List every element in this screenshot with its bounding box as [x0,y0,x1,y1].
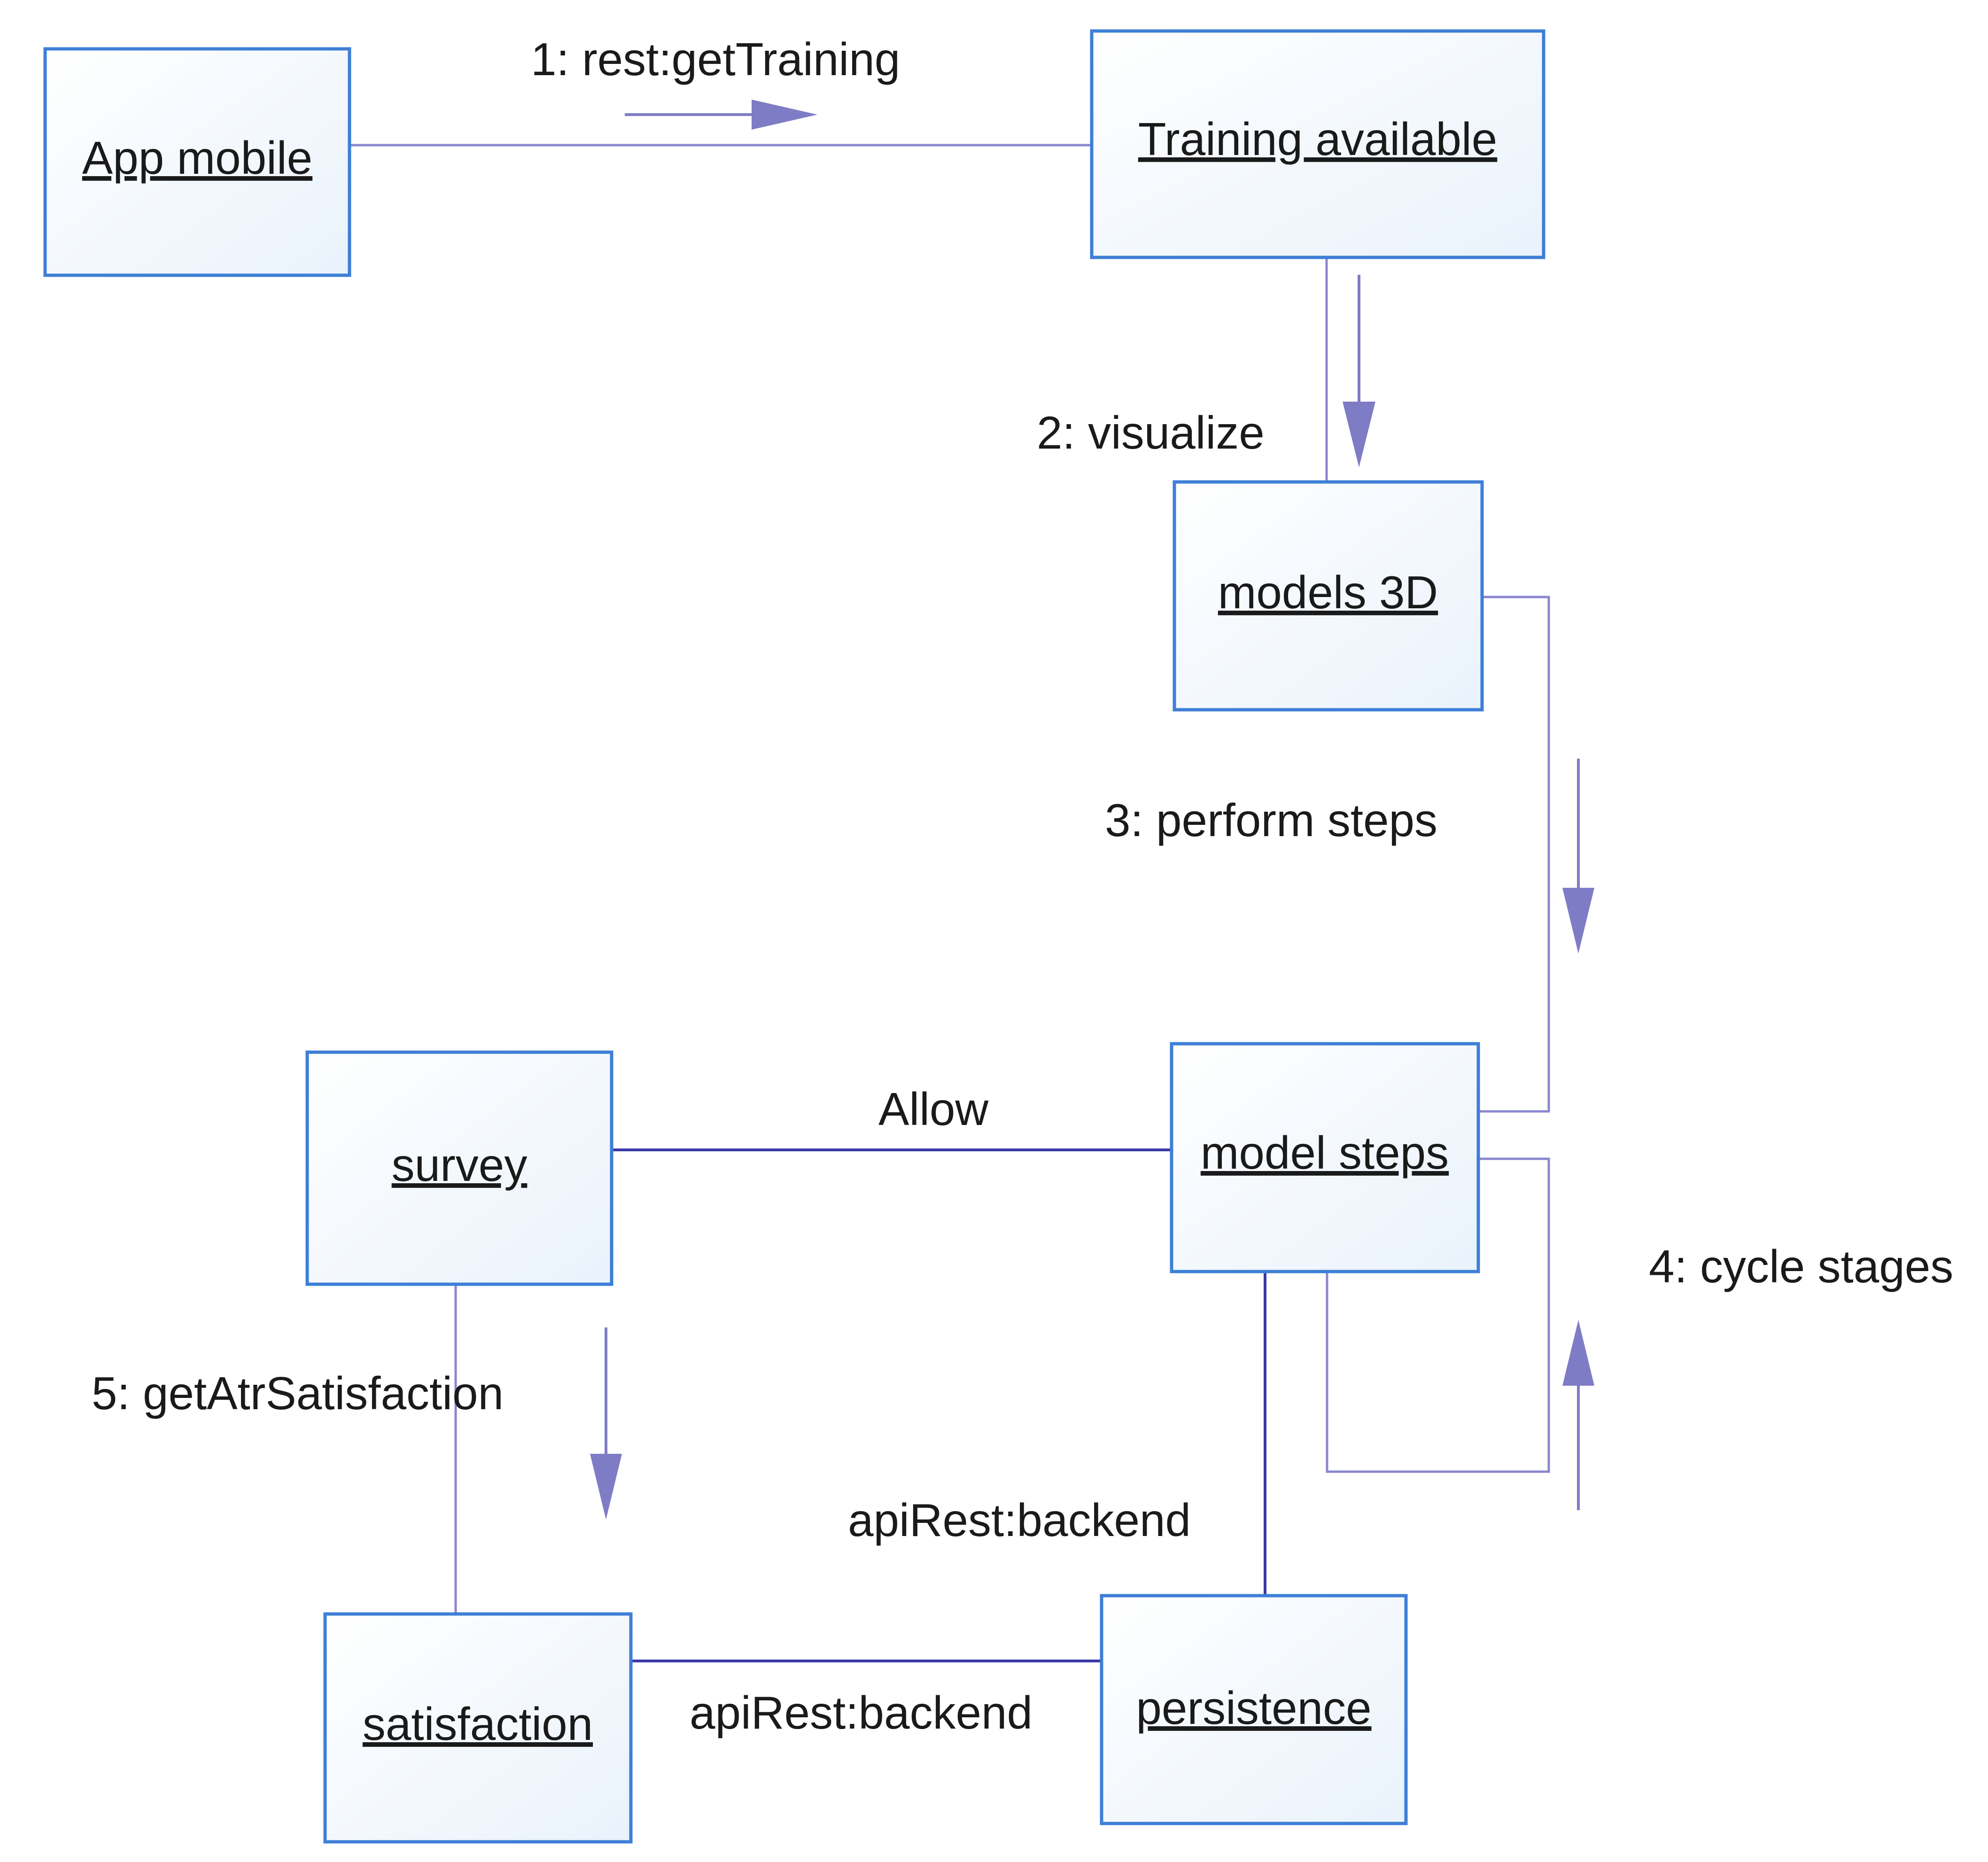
links [349,144,1550,1662]
object-persistence[interactable]: persistence [1100,1594,1408,1825]
message-arrow-3 [1562,759,1594,954]
link-steps-self-loop [1326,1157,1550,1473]
message-label-5: 5: getAtrSatisfaction [92,1367,504,1419]
object-survey[interactable]: survey [305,1050,613,1286]
message-label-1: 1: rest:getTraining [531,33,900,85]
association-label-allow: Allow [878,1083,989,1135]
association-label-satisfaction-persistence: apiRest:backend [690,1687,1033,1738]
object-label-model-steps: model steps [1201,1127,1449,1179]
message-label-3: 3: perform steps [1105,794,1437,846]
object-label-app-mobile: App mobile [82,132,312,184]
message-arrow-2 [1343,275,1375,467]
message-label-2: 2: visualize [1037,407,1265,458]
message-arrow-4 [1562,1320,1594,1510]
association-label-steps-persistence: apiRest:backend [848,1494,1191,1546]
object-model-steps[interactable]: model steps [1170,1042,1480,1273]
object-app-mobile[interactable]: App mobile [43,47,351,277]
object-models-3d[interactable]: models 3D [1173,480,1484,712]
object-label-survey: survey [392,1139,528,1191]
message-arrow-1 [625,100,817,130]
message-label-4: 4: cycle stages [1649,1241,1953,1292]
object-satisfaction[interactable]: satisfaction [323,1612,633,1844]
object-label-models-3d: models 3D [1218,566,1438,618]
link-models3d-to-steps [1478,596,1550,1113]
message-arrow-5 [590,1327,622,1520]
object-training-available[interactable]: Training available [1090,29,1545,259]
object-label-persistence: persistence [1136,1682,1371,1734]
object-label-satisfaction: satisfaction [363,1698,593,1750]
object-label-training-available: Training available [1138,113,1497,165]
